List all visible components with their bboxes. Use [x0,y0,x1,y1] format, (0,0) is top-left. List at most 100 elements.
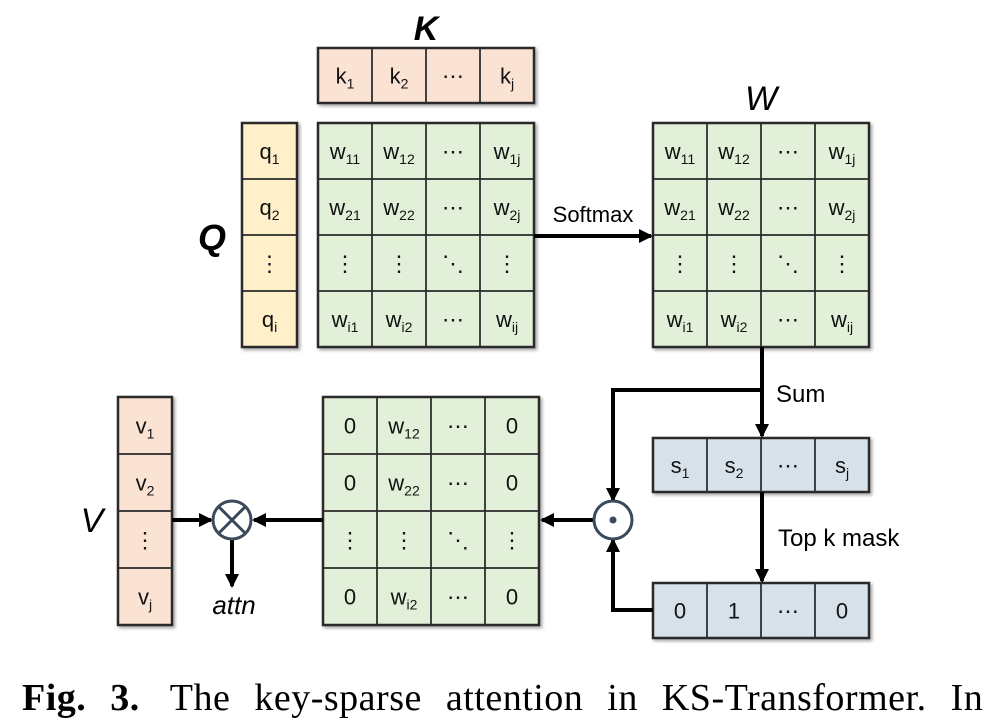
figure-caption: Fig. 3. The key-sparse attention in KS-Tr… [22,676,983,720]
cell-label: w1j [828,139,856,167]
cell-label: ⋮ [393,528,415,553]
v-title: V [81,502,107,540]
cell-label: 0 [506,585,518,610]
w-title: W [745,80,780,118]
cell-label: ⋯ [447,585,469,610]
cell-label: w11 [664,139,696,167]
cell-label: ⋯ [442,64,464,89]
cell-label: ⋯ [777,599,799,624]
cell-label: ⋯ [442,307,464,332]
cell-label: ⋮ [831,251,853,276]
cell-label: ⋯ [447,414,469,439]
matrix-cell [484,567,540,626]
cell-label: vj [138,585,152,613]
cell-label: w22 [387,471,420,499]
matrix-cell [814,437,870,493]
cell-label: ⋱ [777,251,799,276]
cell-label: w22 [382,195,415,223]
matrix-cell [479,290,535,348]
cell-label: s2 [725,453,744,481]
cell-label: ⋯ [777,307,799,332]
q-title: Q [198,217,226,258]
cell-label: k1 [336,64,355,92]
k-title: K [414,10,441,48]
matrix-cell [814,582,870,639]
cell-label: ⋯ [442,139,464,164]
cell-label: wi1 [331,307,359,335]
v-vector: v1 v2 ⋮ vj [116,395,174,627]
cell-label: wi2 [390,585,418,613]
cell-label: 0 [344,471,356,496]
sum-label: Sum [776,381,825,408]
cell-label: w2j [828,195,856,223]
cell-label: k2 [390,64,409,92]
cell-label: ⋮ [501,528,523,553]
attn-label: attn [212,590,255,620]
cell-label: w21 [328,195,361,223]
masked-w-matrix: 0 w12 ⋯ 0 0 w22 ⋯ 0 ⋮ ⋮ ⋱ ⋮ 0 wi2 ⋯ 0 [321,395,541,627]
cell-label: ⋮ [669,251,691,276]
k-vector: k1 k2 ⋯ kj [316,46,536,105]
cell-label: w11 [329,139,361,167]
matrix-cell [117,567,173,626]
cell-label: ⋯ [777,453,799,478]
caption-text: The key-sparse attention in KS-Transform… [169,677,984,719]
multiply-operator-icon [211,499,253,541]
cell-label: ⋯ [777,139,799,164]
cell-label: w22 [717,195,750,223]
cell-label: w12 [387,414,420,442]
cell-label: sj [835,453,849,481]
cell-label: ⋱ [447,528,469,553]
s-vector: s1 s2 ⋯ sj [651,436,871,494]
caption-prefix: Fig. 3. [22,677,140,719]
cell-label: w12 [382,139,415,167]
softmax-label: Softmax [553,202,634,227]
cell-label: 0 [674,599,686,624]
cell-label: ⋮ [134,528,156,553]
cell-label: 0 [344,414,356,439]
topk-mask-vector: 0 1 ⋯ 0 [651,581,871,640]
cell-label: w1j [493,139,521,167]
cell-label: 0 [344,585,356,610]
cell-label: 0 [506,414,518,439]
cell-label: ⋮ [334,251,356,276]
cell-label: w12 [717,139,750,167]
cell-label: kj [500,64,514,92]
cell-label: wij [495,307,518,335]
topk-label: Top k mask [778,525,900,552]
cell-label: ⋮ [723,251,745,276]
cell-label: ⋮ [259,251,281,276]
cell-label: 1 [728,599,740,624]
matrix-cell [479,47,535,104]
w-softmax-matrix: w11 w12 ⋯ w1j w21 w22 ⋯ w2j ⋮ ⋮ ⋱ ⋮ wi1 wi2 ⋯ wij [651,121,871,349]
cell-label: q1 [259,139,279,167]
cell-label: wi2 [385,307,413,335]
cell-label: w21 [663,195,696,223]
cell-label: ⋯ [442,195,464,220]
matrix-cell [814,290,870,348]
cell-label: 0 [506,471,518,496]
cell-label: ⋮ [496,251,518,276]
hadamard-operator-icon [592,499,634,541]
cell-label: ⋮ [388,251,410,276]
cell-label: v1 [136,414,155,442]
q-vector: q1 q2 ⋮ qi [240,121,299,349]
cell-label: q2 [259,195,279,223]
cell-label: v2 [136,471,155,499]
connectors [172,229,769,612]
cell-label: ⋮ [339,528,361,553]
cell-label: s1 [671,453,690,481]
matrix-cell [241,290,298,348]
cell-label: wij [830,307,853,335]
cell-label: ⋯ [447,471,469,496]
cell-label: ⋱ [442,251,464,276]
cell-label: wi1 [666,307,694,335]
mask-to-hadamard-arrow [606,538,653,612]
cell-label: wi2 [720,307,748,335]
cell-label: 0 [836,599,848,624]
cell-label: qi [262,307,277,335]
cell-label: ⋯ [777,195,799,220]
weights-to-hadamard-arrow [606,388,762,502]
